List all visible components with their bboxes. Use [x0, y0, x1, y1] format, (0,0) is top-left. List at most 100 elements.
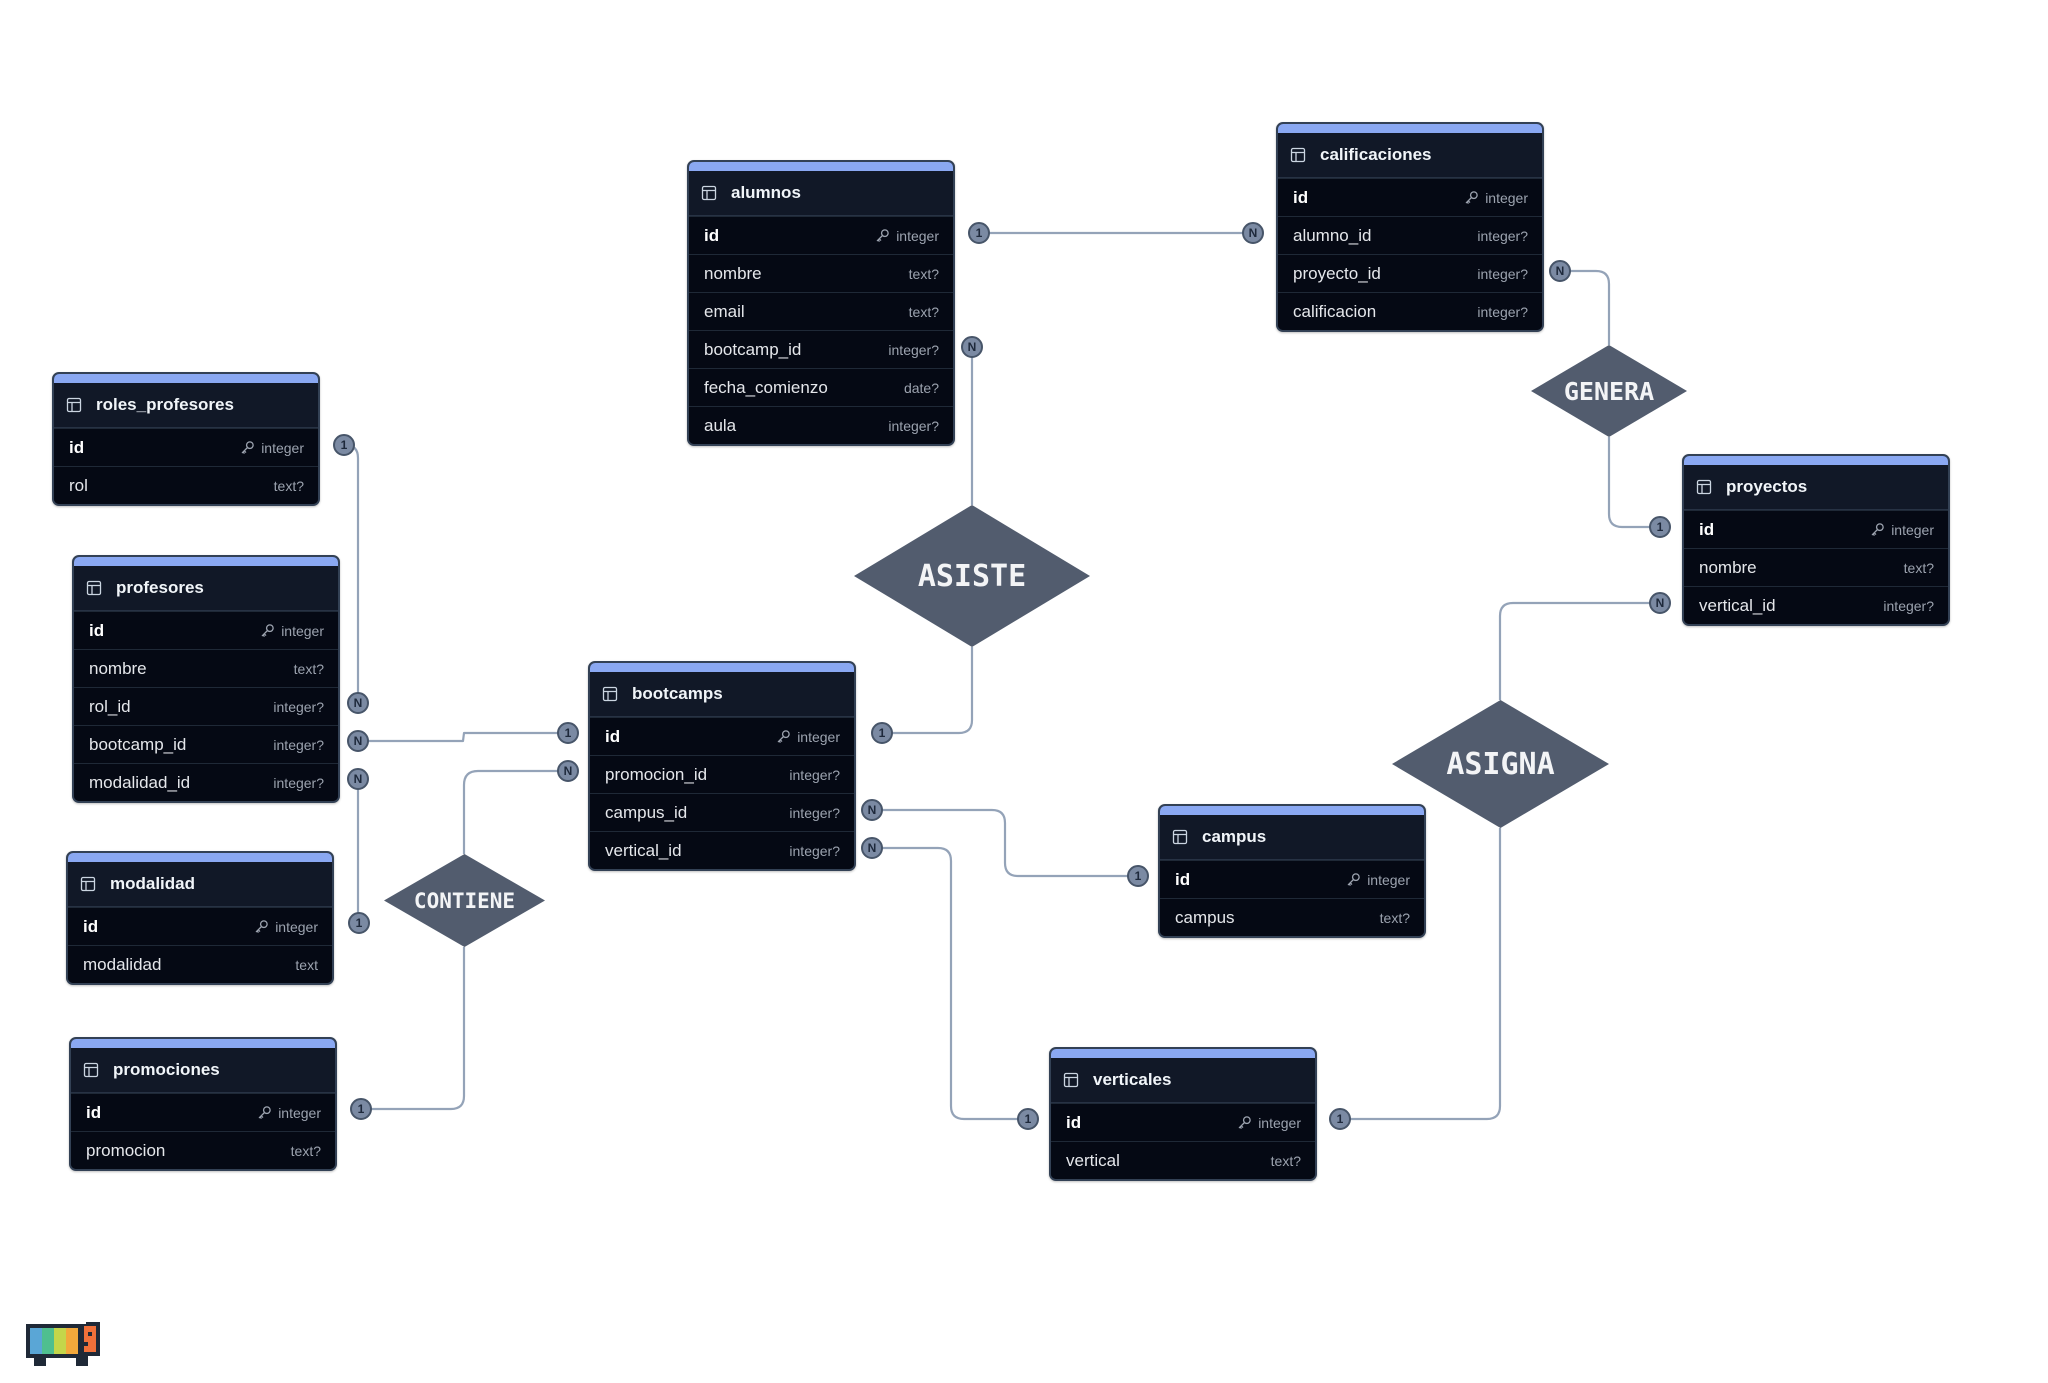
key-icon: [876, 229, 889, 242]
table-header[interactable]: promociones: [71, 1048, 335, 1093]
edge-contiene-promociones: [361, 947, 466, 1111]
table-header[interactable]: verticales: [1051, 1058, 1315, 1103]
table-header[interactable]: modalidad: [68, 862, 332, 907]
key-icon: [1347, 873, 1360, 886]
column-name: aula: [704, 415, 737, 435]
column-type-label: text?: [290, 1142, 321, 1159]
relationship-contiene[interactable]: CONTIENE: [384, 854, 545, 947]
relationship-asigna[interactable]: ASIGNA: [1392, 700, 1609, 828]
table-accent-bar: [1051, 1049, 1315, 1058]
column-name: vertical_id: [1699, 595, 1776, 615]
relationship-label: GENERA: [1563, 376, 1655, 406]
cardinality-badge: 1: [1017, 1108, 1039, 1130]
relationship-asiste[interactable]: ASISTE: [854, 505, 1090, 647]
cardinality-badge: N: [1649, 592, 1671, 614]
column-type: integer: [1464, 190, 1528, 206]
column-type: integer?: [1477, 228, 1528, 244]
table-header[interactable]: calificaciones: [1278, 133, 1542, 178]
table-row[interactable]: calificacion integer?: [1278, 292, 1542, 330]
table-header[interactable]: bootcamps: [590, 672, 854, 717]
cardinality-badge: N: [347, 692, 369, 714]
table-header[interactable]: profesores: [74, 566, 338, 611]
column-name: calificacion: [1293, 301, 1377, 321]
column-name: modalidad: [83, 954, 162, 974]
edge-asiste-bootcamps: [882, 647, 974, 735]
column-name: id: [83, 916, 99, 936]
column-name: rol_id: [89, 696, 131, 716]
column-name: promocion: [86, 1140, 166, 1160]
table-name: alumnos: [731, 183, 801, 202]
column-name: fecha_comienzo: [704, 377, 828, 397]
table-name: calificaciones: [1320, 145, 1432, 164]
column-type: text?: [294, 661, 324, 677]
table-header[interactable]: campus: [1160, 815, 1424, 860]
column-type: integer?: [1477, 304, 1528, 320]
column-type-label: integer: [278, 1104, 321, 1121]
column-name: bootcamp_id: [704, 339, 802, 359]
column-type-label: text?: [1270, 1152, 1301, 1169]
column-type: integer?: [789, 805, 840, 821]
column-name: rol: [69, 475, 88, 495]
column-type-label: text?: [293, 660, 324, 677]
table-icon: [86, 580, 102, 596]
key-icon: [241, 441, 254, 454]
column-type: integer: [1870, 522, 1934, 538]
table-accent-bar: [74, 557, 338, 566]
column-type: text?: [1271, 1153, 1301, 1169]
cardinality-badge: 1: [968, 222, 990, 244]
relationship-genera[interactable]: GENERA: [1531, 345, 1687, 437]
table-row[interactable]: promocion text?: [71, 1131, 335, 1169]
table-icon: [80, 876, 96, 892]
table-row[interactable]: vertical text?: [1051, 1141, 1315, 1179]
table-row[interactable]: modalidad text: [68, 945, 332, 983]
table-header[interactable]: roles_profesores: [54, 383, 318, 428]
table-header[interactable]: alumnos: [689, 171, 953, 216]
table-header[interactable]: proyectos: [1684, 465, 1948, 510]
table-name: promociones: [113, 1060, 220, 1079]
column-type-label: integer?: [1477, 265, 1528, 282]
column-name: vertical: [1066, 1150, 1120, 1170]
column-name: promocion_id: [605, 764, 708, 784]
column-type: text: [295, 957, 318, 973]
table-name: bootcamps: [632, 684, 723, 703]
column-name: nombre: [704, 263, 762, 283]
